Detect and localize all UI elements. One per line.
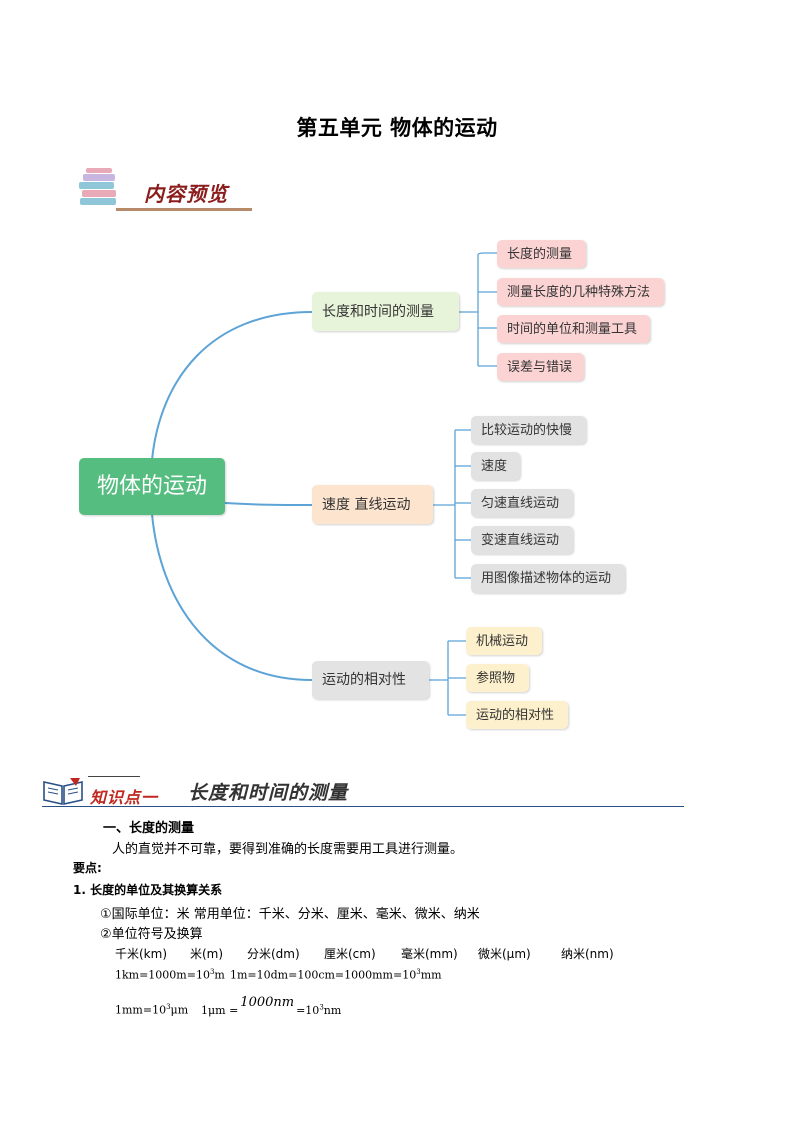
mindmap-leaf: 测量长度的几种特殊方法 bbox=[497, 278, 664, 306]
unit-m: 米(m) bbox=[190, 947, 224, 961]
mindmap-leaf: 用图像描述物体的运动 bbox=[471, 564, 625, 593]
point-heading: 1. 长度的单位及其换算关系 bbox=[73, 883, 223, 897]
conversion-fraction: 1000nm bbox=[240, 995, 295, 1010]
mindmap-leaf: 时间的单位和测量工具 bbox=[497, 315, 650, 343]
mindmap-branch-speed: 速度 直线运动 bbox=[312, 485, 433, 524]
mindmap-leaf: 变速直线运动 bbox=[471, 526, 573, 554]
conversion-mm: 1mm=103μm bbox=[115, 1003, 189, 1017]
conversion-um: 1μm =1000nm=103nm bbox=[201, 995, 342, 1017]
conversion-km: 1km=1000m=103m bbox=[115, 968, 225, 982]
mindmap-leaf: 匀速直线运动 bbox=[471, 489, 573, 517]
unit-mm: 毫米(mm) bbox=[401, 947, 458, 961]
books-icon bbox=[76, 168, 122, 212]
key-points-label: 要点: bbox=[73, 861, 102, 875]
mindmap-leaf: 机械运动 bbox=[466, 627, 542, 655]
intro-paragraph: 人的直觉并不可靠，要得到准确的长度需要用工具进行测量。 bbox=[112, 842, 464, 857]
unit-dm: 分米(dm) bbox=[247, 947, 300, 961]
unit-nm: 纳米(nm) bbox=[561, 947, 614, 961]
mindmap-leaf: 长度的测量 bbox=[497, 240, 586, 268]
section-heading: 一、长度的测量 bbox=[103, 821, 195, 836]
knowledge-point-topic: 长度和时间的测量 bbox=[188, 782, 349, 804]
unit-um: 微米(μm) bbox=[478, 947, 531, 961]
symbols-label: ②单位符号及换算 bbox=[100, 927, 203, 942]
knowledge-point-label: 知识点一 bbox=[90, 788, 159, 807]
conversion-m: 1m=10dm=100cm=1000mm=103mm bbox=[230, 968, 442, 982]
open-book-icon bbox=[42, 776, 84, 810]
unit-cm: 厘米(cm) bbox=[324, 947, 376, 961]
divider bbox=[42, 806, 684, 807]
page-title: 第五单元 物体的运动 bbox=[296, 115, 498, 140]
mindmap-leaf: 参照物 bbox=[466, 664, 529, 692]
mindmap-root: 物体的运动 bbox=[79, 458, 225, 515]
si-unit-line: ①国际单位：米 常用单位：千米、分米、厘米、毫米、微米、纳米 bbox=[100, 907, 480, 922]
mindmap-leaf: 运动的相对性 bbox=[466, 701, 568, 729]
mindmap-leaf: 误差与错误 bbox=[497, 353, 584, 381]
divider bbox=[116, 208, 252, 211]
mindmap-leaf: 比较运动的快慢 bbox=[471, 416, 586, 444]
divider bbox=[88, 776, 140, 777]
mindmap-leaf: 速度 bbox=[471, 452, 520, 480]
unit-km: 千米(km) bbox=[115, 947, 168, 961]
section-banner-preview: 内容预览 bbox=[144, 182, 228, 206]
mindmap-branch-relativity: 运动的相对性 bbox=[312, 661, 429, 699]
mindmap-branch-length-time: 长度和时间的测量 bbox=[312, 292, 459, 331]
